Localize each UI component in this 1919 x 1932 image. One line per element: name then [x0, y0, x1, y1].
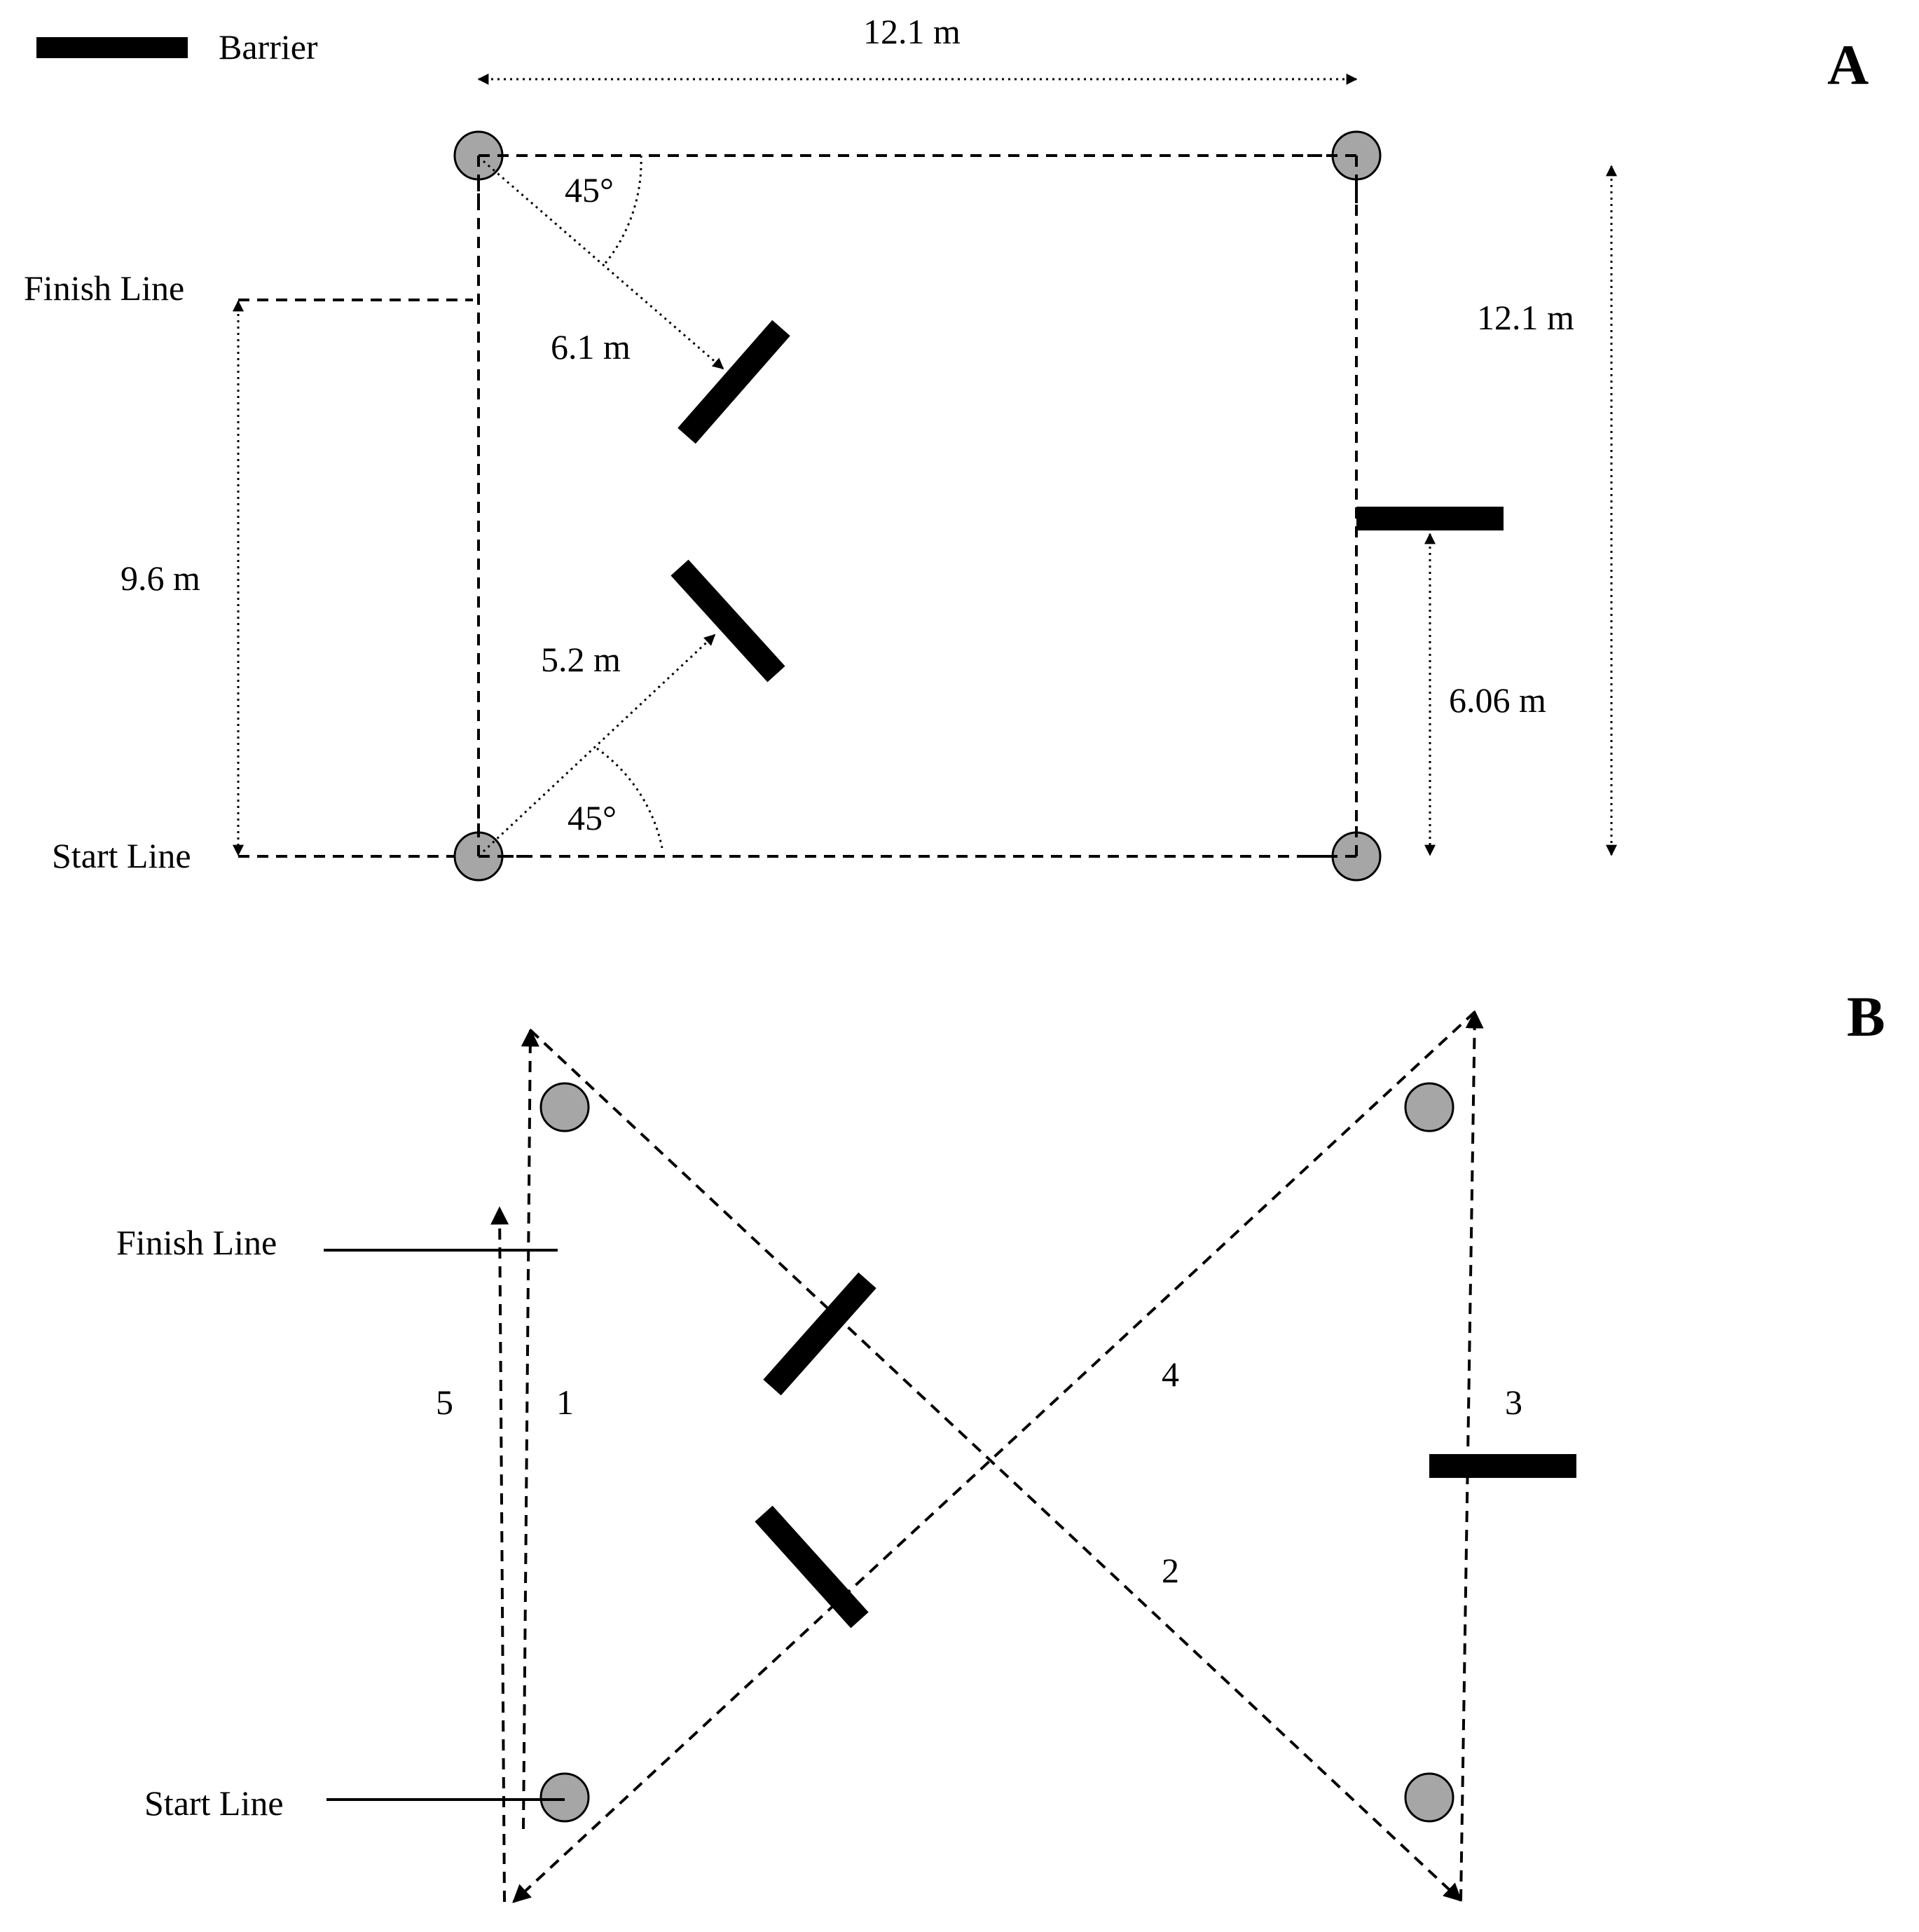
dim-top-label: 12.1 m — [863, 12, 961, 51]
dim-upper-barrier-arrow — [483, 160, 724, 370]
dim-start-finish-label: 9.6 m — [121, 559, 200, 598]
path-2 — [529, 1029, 1462, 1902]
cone-b-top-left — [539, 1082, 590, 1132]
panel-b: B Finish Line Start Line 1 2 3 4 5 — [116, 985, 1885, 1903]
finish-line-label: Finish Line — [24, 268, 184, 308]
path-3-label: 3 — [1505, 1383, 1522, 1422]
angle-bottom-label: 45° — [568, 798, 617, 837]
path-4 — [512, 1010, 1476, 1903]
legend-barrier-label: Barrier — [219, 27, 318, 67]
angle-arc-bottom — [596, 747, 663, 849]
path-1-label: 1 — [556, 1383, 574, 1422]
panel-b-label: B — [1847, 985, 1885, 1048]
corner-dashes — [477, 154, 1358, 858]
path-2-label: 2 — [1162, 1551, 1179, 1590]
cone-b-top-right — [1404, 1082, 1454, 1132]
dim-right-barrier-label: 6.06 m — [1449, 680, 1546, 720]
path-1 — [521, 1028, 539, 1830]
dim-upper-barrier-label: 6.1 m — [551, 327, 631, 366]
dim-lower-barrier-arrow — [482, 633, 716, 853]
finish-line-label-b: Finish Line — [116, 1223, 277, 1262]
path-5-label: 5 — [436, 1383, 453, 1422]
barrier-upper — [678, 320, 790, 444]
start-line-label-b: Start Line — [144, 1783, 284, 1823]
legend: Barrier — [36, 27, 318, 67]
path-4-label: 4 — [1162, 1355, 1179, 1394]
barrier-lower — [670, 559, 785, 683]
cone-b-bottom-left — [539, 1772, 590, 1823]
dim-right-label: 12.1 m — [1477, 298, 1574, 337]
dim-lower-barrier-label: 5.2 m — [541, 640, 621, 679]
start-line-label: Start Line — [52, 836, 191, 875]
barrier-b-lower — [755, 1505, 869, 1629]
course-boundary — [477, 154, 1358, 858]
barrier-b-upper — [763, 1272, 876, 1396]
panel-a-label: A — [1827, 33, 1869, 97]
angle-arc-top — [603, 155, 642, 266]
panel-a: A Finish Line Start Line 12.1 m 12.1 m — [24, 12, 1869, 882]
cone-b-bottom-right — [1404, 1772, 1454, 1823]
path-5 — [490, 1206, 509, 1903]
angle-top-label: 45° — [565, 170, 614, 210]
